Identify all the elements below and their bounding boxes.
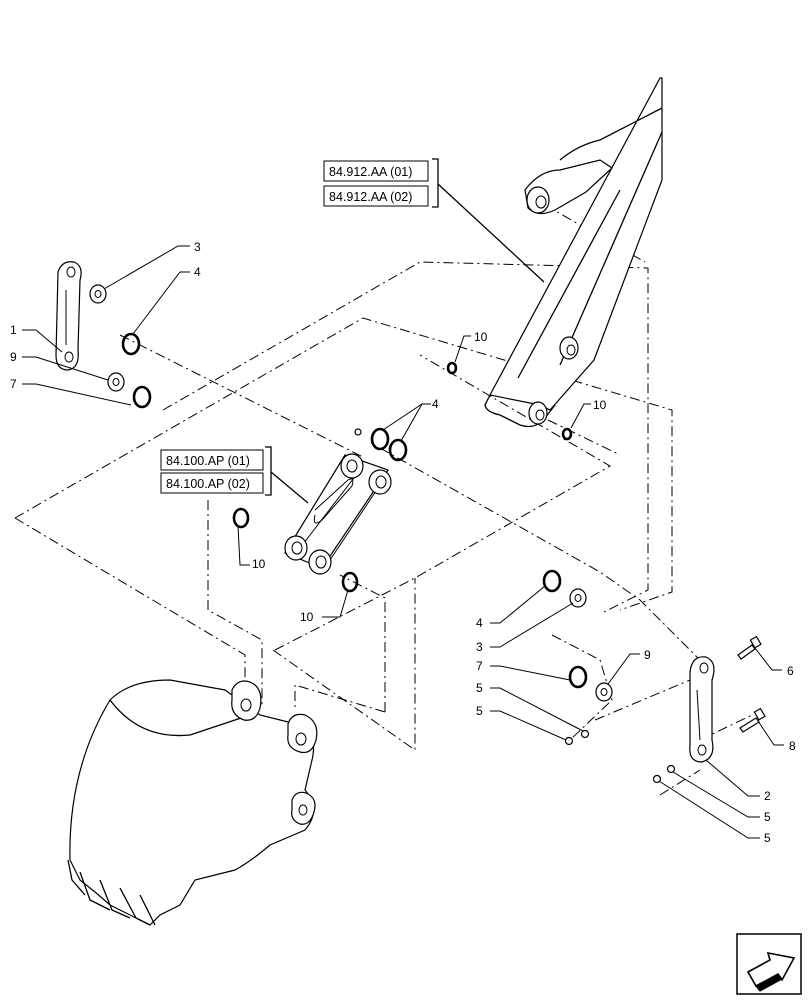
callout-number: 3	[194, 240, 201, 254]
o-ring-7-left	[132, 385, 152, 409]
callout-number: 10	[593, 398, 607, 412]
snap-ring-10-a	[446, 361, 458, 375]
callout-number: 4	[194, 265, 201, 279]
reference-text: 84.100.AP (02)	[166, 477, 250, 491]
connecting-link	[284, 428, 392, 575]
o-ring-4-right	[542, 569, 562, 593]
callout-number: 3	[476, 640, 483, 654]
callout-number: 10	[300, 610, 314, 624]
callout-number: 4	[432, 397, 439, 411]
reference-box[interactable]	[160, 472, 264, 494]
callout-number: 5	[476, 704, 483, 718]
reference-box[interactable]	[160, 449, 264, 471]
reference-group-link: 84.100.AP (01) 84.100.AP (02)	[160, 446, 309, 504]
snap-ring-10-c	[232, 507, 250, 529]
callout-number: 2	[764, 789, 771, 803]
washer-9-right	[595, 682, 613, 702]
reference-box[interactable]	[323, 185, 429, 207]
reference-text: 84.100.AP (01)	[166, 454, 250, 468]
washer-3-right	[569, 588, 587, 608]
callout-number: 5	[764, 831, 771, 845]
bolt-part-6	[737, 635, 762, 660]
leader-lines	[22, 245, 784, 839]
snap-ring-10-b	[561, 427, 573, 441]
callout-labels: 1 9 7 3 4 10 10 4 10 10 4 3 7 9 5 5 6 8 …	[10, 240, 796, 845]
reference-text: 84.912.AA (01)	[329, 165, 412, 179]
boom-arm	[484, 77, 663, 428]
callout-number: 9	[644, 648, 651, 662]
washer-9-left	[107, 372, 125, 392]
callout-number: 1	[10, 323, 17, 337]
next-page-arrow-icon[interactable]	[736, 933, 802, 995]
bolt-part-8	[739, 707, 766, 733]
link-part-2	[689, 656, 715, 763]
washer-3-left	[89, 284, 107, 304]
callout-number: 10	[252, 557, 266, 571]
snap-ring-10-d	[341, 571, 359, 593]
reference-box[interactable]	[323, 160, 429, 182]
callout-number: 8	[789, 739, 796, 753]
o-ring-4-centre-a	[370, 427, 390, 451]
callout-number: 5	[476, 681, 483, 695]
o-ring-4-centre-b	[388, 438, 408, 462]
bucket	[67, 679, 318, 926]
callout-number: 10	[474, 330, 488, 344]
callout-number: 4	[476, 616, 483, 630]
link-part-1	[55, 261, 82, 371]
nuts-part-5	[564, 729, 676, 784]
o-ring-4-left	[121, 332, 141, 356]
callout-number: 9	[10, 350, 17, 364]
reference-text: 84.912.AA (02)	[329, 190, 412, 204]
callout-number: 7	[10, 377, 17, 391]
o-ring-7-right	[568, 665, 588, 689]
assembly-centerlines	[14, 204, 753, 796]
callout-number: 5	[764, 810, 771, 824]
callout-number: 6	[787, 664, 794, 678]
reference-group-boom: 84.912.AA (01) 84.912.AA (02)	[323, 158, 545, 283]
callout-number: 7	[476, 659, 483, 673]
